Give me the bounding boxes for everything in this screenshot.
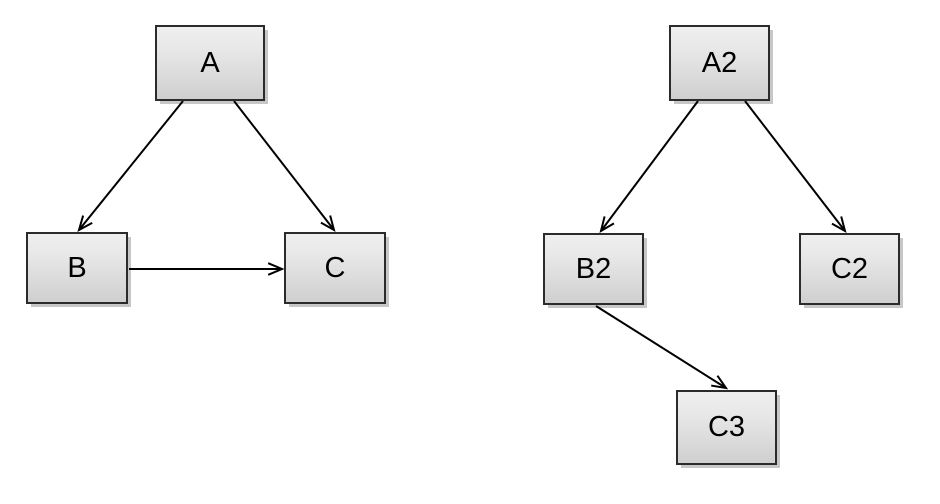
node-label: A [200, 46, 220, 79]
node-c2[interactable]: C2 [799, 233, 900, 305]
edge-a-b [77, 100, 184, 232]
node-c3[interactable]: C3 [676, 390, 777, 465]
arrowhead-icon [711, 375, 729, 390]
arrowhead-icon [599, 216, 615, 234]
node-label: C2 [830, 252, 869, 285]
edge-line [233, 100, 335, 231]
node-label: A2 [701, 46, 738, 79]
node-label: B [67, 251, 87, 284]
node-label: C3 [707, 411, 746, 443]
arrowhead-icon [77, 215, 93, 232]
node-label: B2 [575, 252, 612, 285]
edge-a2-b2 [599, 100, 699, 234]
edge-line [78, 100, 184, 231]
node-c[interactable]: C [284, 232, 386, 304]
edge-line [744, 100, 846, 232]
edge-a-c [233, 100, 336, 233]
edge-line [600, 100, 699, 232]
edge-b2-c3 [595, 305, 729, 390]
node-b2[interactable]: B2 [543, 233, 644, 305]
node-b[interactable]: B [26, 232, 128, 304]
node-a2[interactable]: A2 [669, 25, 770, 101]
edge-b-c [129, 262, 285, 276]
arrowhead-icon [320, 215, 336, 233]
node-label: C [324, 251, 346, 284]
node-a[interactable]: A [155, 25, 265, 101]
arrowhead-icon [831, 216, 847, 234]
edge-line [595, 305, 727, 389]
edge-a2-c2 [744, 100, 847, 234]
arrowhead-icon [267, 262, 285, 276]
